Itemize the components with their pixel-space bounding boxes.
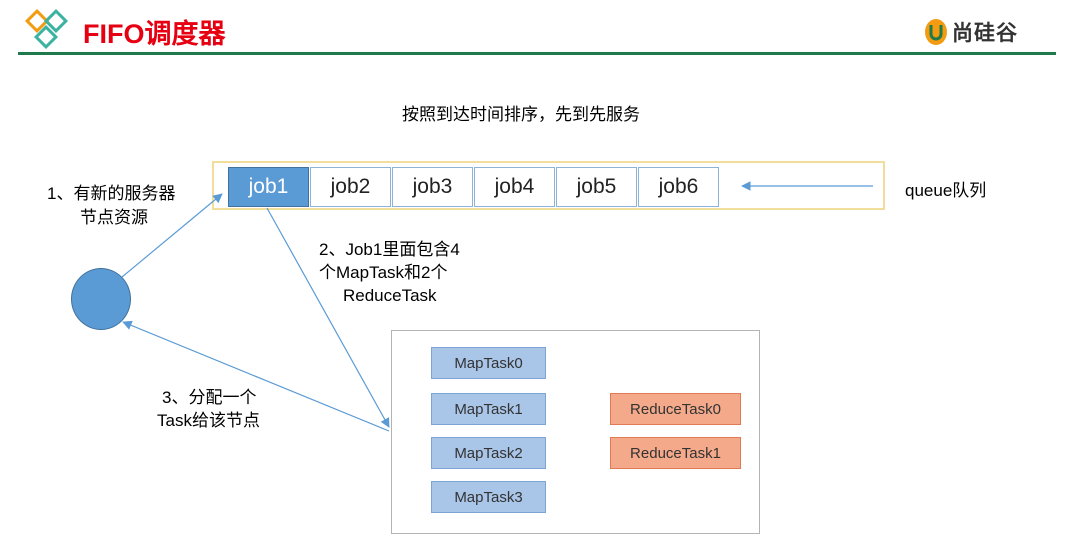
queue-job-3: job3: [392, 167, 473, 207]
step2-label-line1: 2、Job1里面包含4: [319, 240, 460, 259]
step2-label-line2: 个MapTask和2个: [319, 263, 448, 282]
map-task-3: MapTask3: [431, 481, 546, 513]
queue-label: queue队列: [905, 181, 987, 200]
step1-label-line1: 1、有新的服务器: [47, 184, 176, 203]
step1-label-line2: 节点资源: [80, 208, 148, 227]
map-task-2: MapTask2: [431, 437, 546, 469]
map-task-0: MapTask0: [431, 347, 546, 379]
tasks-to-node-arrow: [122, 320, 390, 432]
reduce-task-0: ReduceTask0: [610, 393, 741, 425]
step3-label-line1: 3、分配一个: [162, 388, 257, 407]
queue-job-4: job4: [474, 167, 555, 207]
header-divider: [18, 52, 1056, 55]
diagram-subtitle: 按照到达时间排序，先到先服务: [402, 105, 640, 124]
step3-label-line2: Task给该节点: [157, 411, 260, 430]
node-to-job1-arrow: [121, 193, 223, 278]
server-node-circle: [71, 268, 131, 330]
queue-job-6: job6: [638, 167, 719, 207]
brand-name: 尚硅谷: [952, 22, 1018, 45]
queue-job-2: job2: [310, 167, 391, 207]
page-title: FIFO调度器: [83, 19, 226, 49]
queue-job-5: job5: [556, 167, 637, 207]
queue-job-1: job1: [228, 167, 309, 207]
map-task-1: MapTask1: [431, 393, 546, 425]
brand-u-icon: [925, 19, 947, 45]
step2-label-line3: ReduceTask: [343, 286, 437, 305]
brand-logo: 尚硅谷: [924, 17, 1018, 47]
logo-icon: [22, 8, 74, 52]
reduce-task-1: ReduceTask1: [610, 437, 741, 469]
job1-to-tasks-arrow: [266, 207, 390, 428]
